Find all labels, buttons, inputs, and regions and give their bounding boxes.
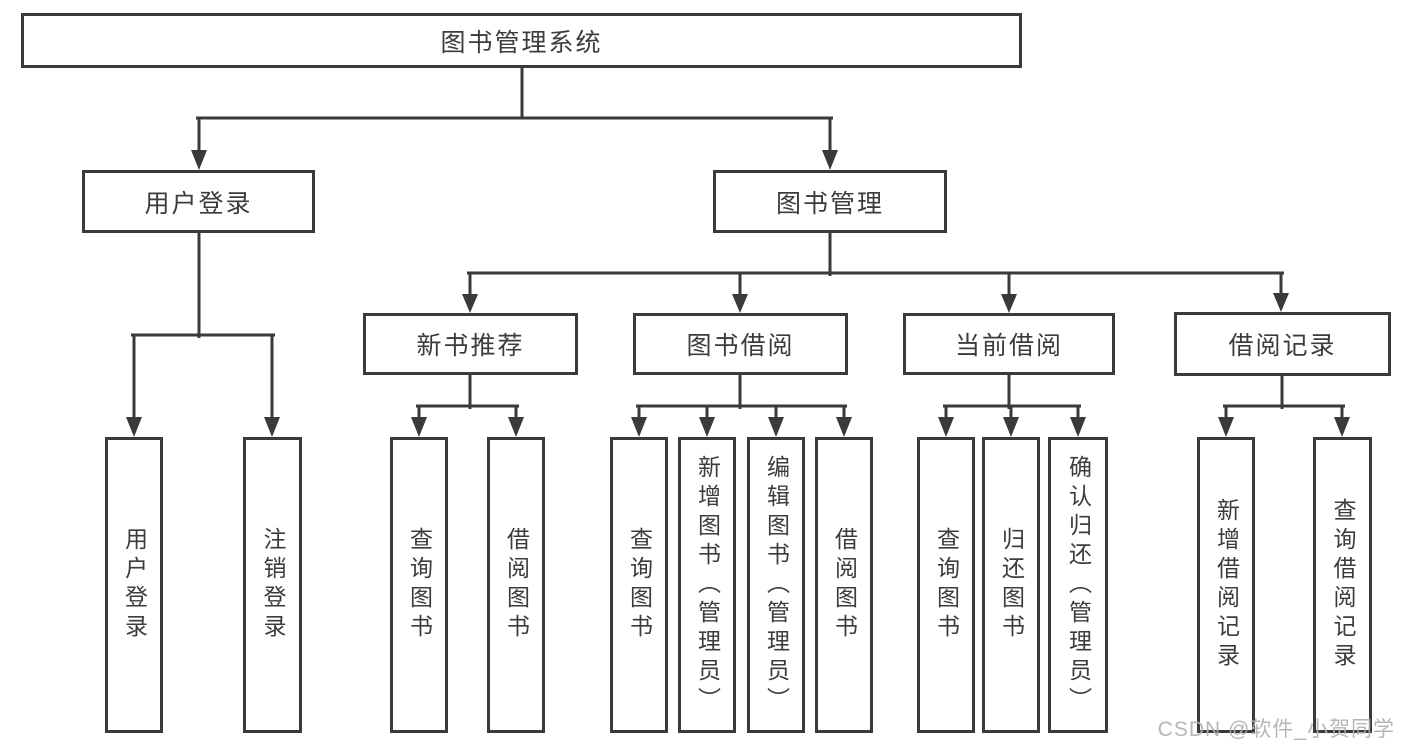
leaf-query-borrow-record-label: 查询借阅记录 (1330, 498, 1356, 672)
connector-current-borrowing-branch (938, 373, 1086, 437)
leaf-query-books-recommend-label: 查询图书 (406, 527, 433, 643)
connector-new-book-recommend-branch (411, 373, 524, 437)
connector-root-to-level2 (191, 66, 838, 170)
node-book-borrowing-label: 图书借阅 (686, 332, 795, 360)
arrow-down-icon (822, 150, 838, 170)
leaf-logout: 注销登录 (243, 437, 302, 733)
arrow-down-icon (411, 417, 427, 437)
arrow-down-icon (462, 294, 478, 313)
leaf-query-borrow-record: 查询借阅记录 (1313, 437, 1372, 733)
arrow-down-icon (1003, 417, 1019, 437)
node-current-borrowing: 当前借阅 (903, 313, 1115, 375)
connector-borrowing-records-branch (1218, 374, 1350, 437)
leaf-borrow-books-borrowing: 借阅图书 (815, 437, 873, 733)
leaf-return-books: 归还图书 (982, 437, 1040, 733)
arrow-down-icon (264, 417, 280, 437)
leaf-edit-books-admin-label: 编辑图书（管理员） (763, 454, 790, 716)
leaf-query-books-current-label: 查询图书 (933, 527, 960, 643)
node-book-management: 图书管理 (713, 170, 947, 233)
arrow-down-icon (631, 417, 647, 437)
arrow-down-icon (1070, 417, 1086, 437)
arrow-down-icon (699, 417, 715, 437)
node-new-book-recommend: 新书推荐 (363, 313, 578, 375)
arrow-down-icon (191, 150, 207, 170)
leaf-confirm-return-admin: 确认归还（管理员） (1048, 437, 1108, 733)
node-borrowing-records: 借阅记录 (1174, 312, 1391, 376)
leaf-query-books-borrowing: 查询图书 (610, 437, 668, 733)
node-borrowing-records-label: 借阅记录 (1228, 332, 1337, 360)
watermark: CSDN @软件_小贺同学 (1157, 718, 1395, 741)
node-new-book-recommend-label: 新书推荐 (416, 332, 525, 360)
leaf-add-books-admin: 新增图书（管理员） (678, 437, 736, 733)
leaf-borrow-books-recommend: 借阅图书 (487, 437, 545, 733)
leaf-logout-label: 注销登录 (260, 527, 286, 643)
leaf-add-borrow-record-label: 新增借阅记录 (1213, 498, 1240, 672)
leaf-confirm-return-admin-label: 确认归还（管理员） (1065, 454, 1092, 716)
leaf-query-books-current: 查询图书 (917, 437, 975, 733)
leaf-edit-books-admin: 编辑图书（管理员） (747, 437, 805, 733)
leaf-query-books-recommend: 查询图书 (390, 437, 448, 733)
leaf-return-books-label: 归还图书 (998, 527, 1025, 643)
arrow-down-icon (768, 417, 784, 437)
arrow-down-icon (1273, 293, 1289, 312)
node-book-borrowing: 图书借阅 (633, 313, 848, 375)
node-current-borrowing-label: 当前借阅 (954, 332, 1063, 360)
connector-book-borrowing-branch (631, 373, 852, 437)
node-book-management-label: 图书管理 (775, 189, 884, 218)
node-user-login-label: 用户登录 (144, 189, 253, 218)
arrow-down-icon (836, 417, 852, 437)
node-root: 图书管理系统 (21, 13, 1022, 68)
arrow-down-icon (1218, 417, 1234, 437)
arrow-down-icon (732, 294, 748, 313)
leaf-borrow-books-borrowing-label: 借阅图书 (831, 527, 858, 643)
arrow-down-icon (1001, 294, 1017, 313)
leaf-user-login: 用户登录 (105, 437, 163, 733)
connector-user-login-branch (126, 231, 280, 437)
connector-book-management-branch (462, 231, 1289, 313)
leaf-borrow-books-recommend-label: 借阅图书 (503, 527, 530, 643)
node-user-login: 用户登录 (82, 170, 315, 233)
node-root-label: 图书管理系统 (440, 28, 603, 57)
arrow-down-icon (508, 417, 524, 437)
arrow-down-icon (1334, 417, 1350, 437)
leaf-add-books-admin-label: 新增图书（管理员） (694, 454, 721, 716)
leaf-query-books-borrowing-label: 查询图书 (626, 527, 653, 643)
leaf-add-borrow-record: 新增借阅记录 (1197, 437, 1255, 733)
arrow-down-icon (126, 417, 142, 437)
leaf-user-login-label: 用户登录 (121, 527, 148, 643)
arrow-down-icon (938, 417, 954, 437)
